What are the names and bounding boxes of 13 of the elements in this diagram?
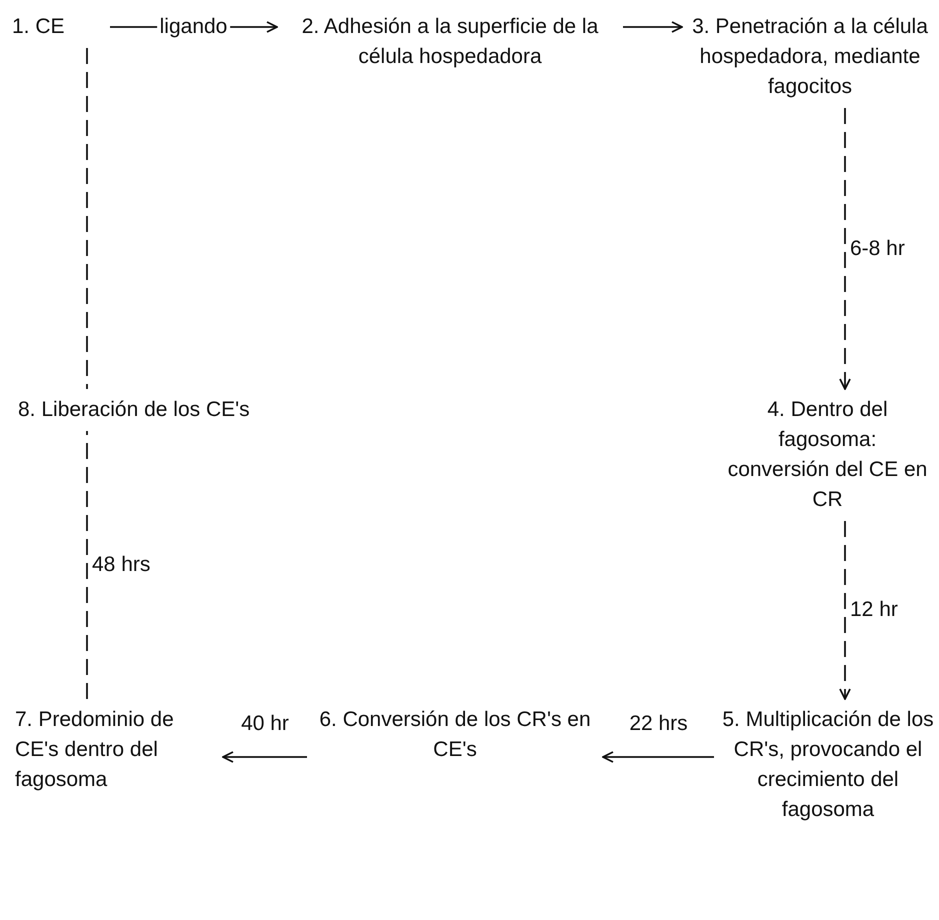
arrow (839, 521, 851, 700)
step-text: 2. Adhesión a la superficie de la célula hospedadora (302, 15, 598, 68)
arrow (623, 21, 683, 33)
step-text: 7. Predominio de CE's dentro del fagosoma (15, 708, 174, 791)
step-text: 6. Conversión de los CR's en CE's (319, 708, 591, 761)
step-text: 8. Liberación de los CE's (18, 398, 250, 421)
arrow (602, 751, 714, 763)
arrow (839, 108, 851, 390)
step-text: 4. Dentro del fagosoma: conversión del CE en CR (728, 398, 928, 511)
arrow (222, 751, 307, 763)
step-text: 5. Multiplicación de los CR's, provocando el crecimiento del fagosoma (722, 708, 934, 821)
step-text: 3. Penetración a la célula hospedadora, mediante fagocitos (692, 15, 928, 98)
step-text: 1. CE (12, 15, 65, 38)
